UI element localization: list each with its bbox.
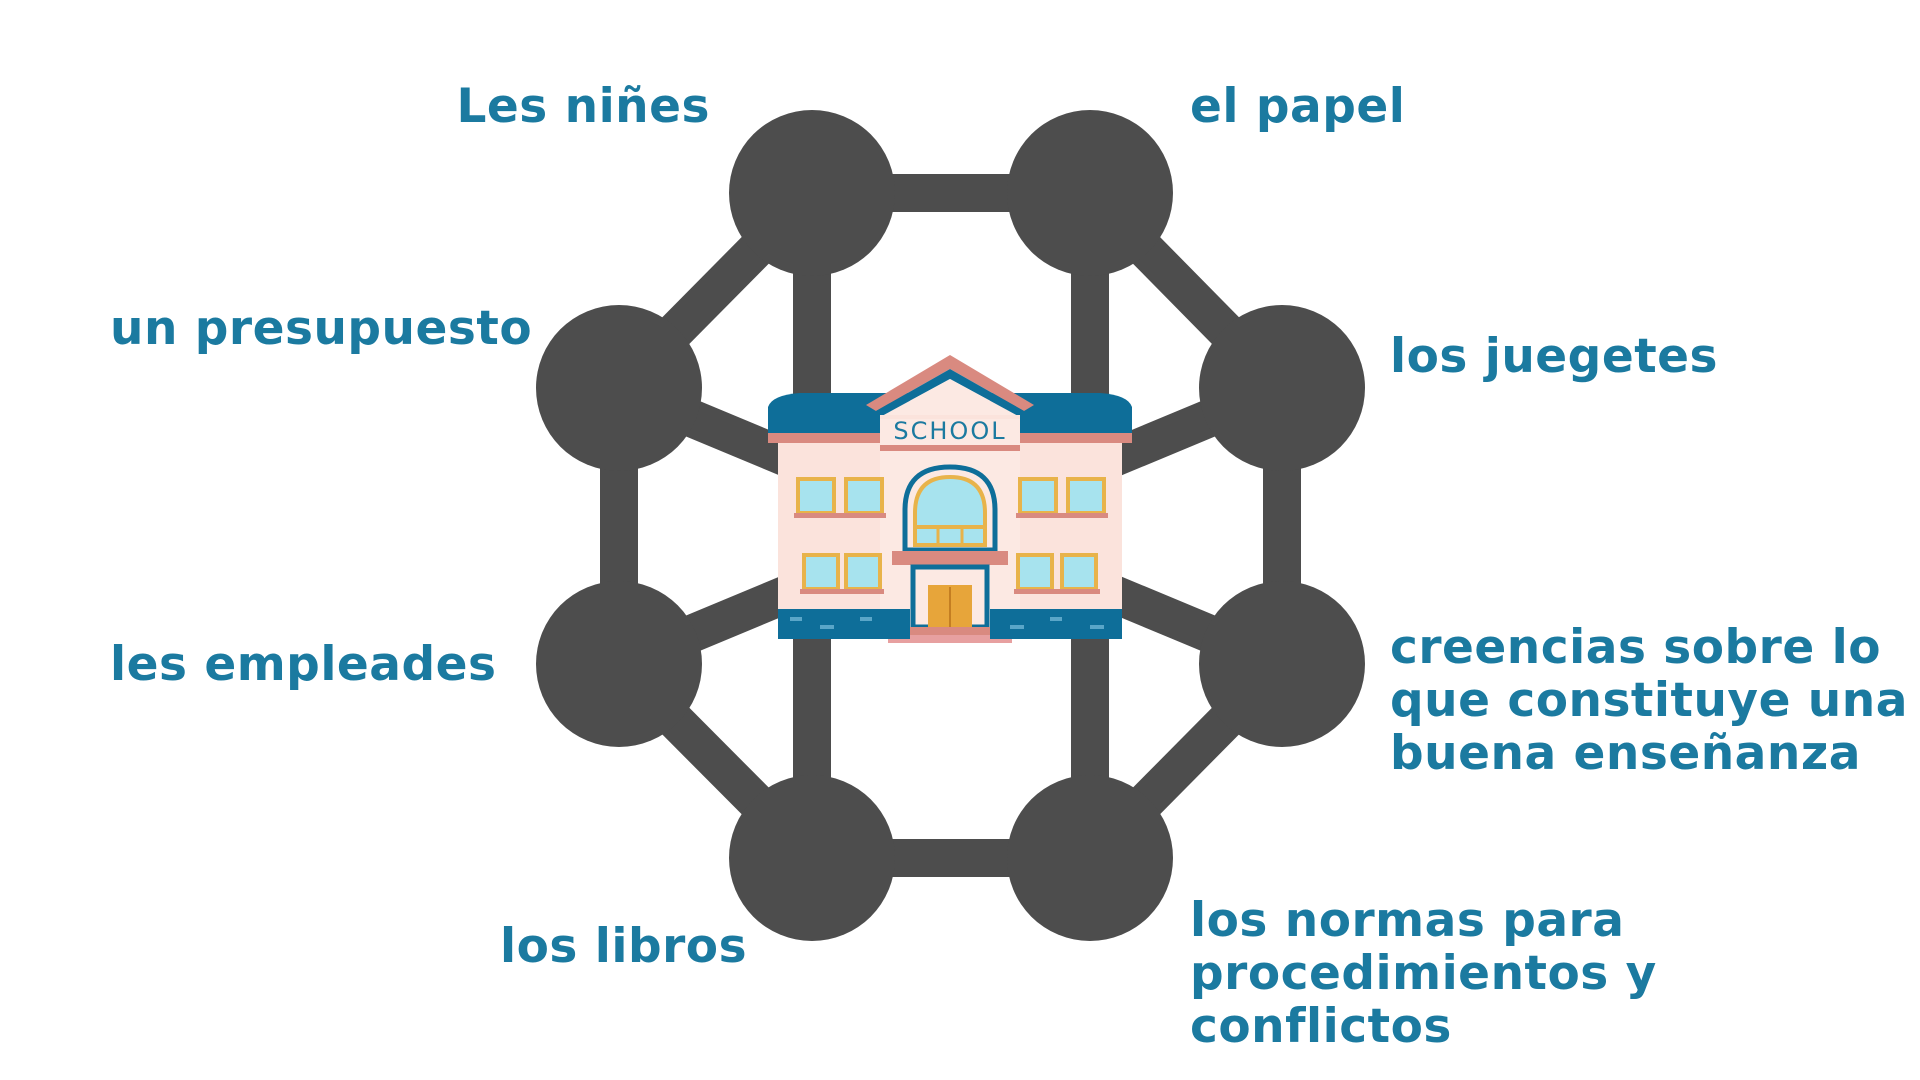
node-children <box>729 110 895 276</box>
node-employees <box>536 581 702 747</box>
node-paper <box>1007 110 1173 276</box>
label-norms: los normas para procedimientos y conflic… <box>1190 893 1657 1054</box>
label-beliefs: creencias sobre lo que constituye una bu… <box>1390 620 1908 781</box>
label-budget: un presupuesto <box>110 301 533 356</box>
node-budget <box>536 305 702 471</box>
node-beliefs <box>1199 581 1365 747</box>
school-sign: SCHOOL <box>893 417 1006 445</box>
node-norms <box>1007 775 1173 941</box>
label-children: Les niñes <box>456 79 710 134</box>
node-books <box>729 775 895 941</box>
network-nodes <box>536 110 1365 941</box>
label-toys: los juegetes <box>1390 329 1719 384</box>
label-employees: les empleades <box>110 637 497 692</box>
label-paper: el papel <box>1190 79 1406 134</box>
school-building-icon: SCHOOL <box>768 355 1132 643</box>
node-toys <box>1199 305 1365 471</box>
label-books: los libros <box>500 919 748 974</box>
